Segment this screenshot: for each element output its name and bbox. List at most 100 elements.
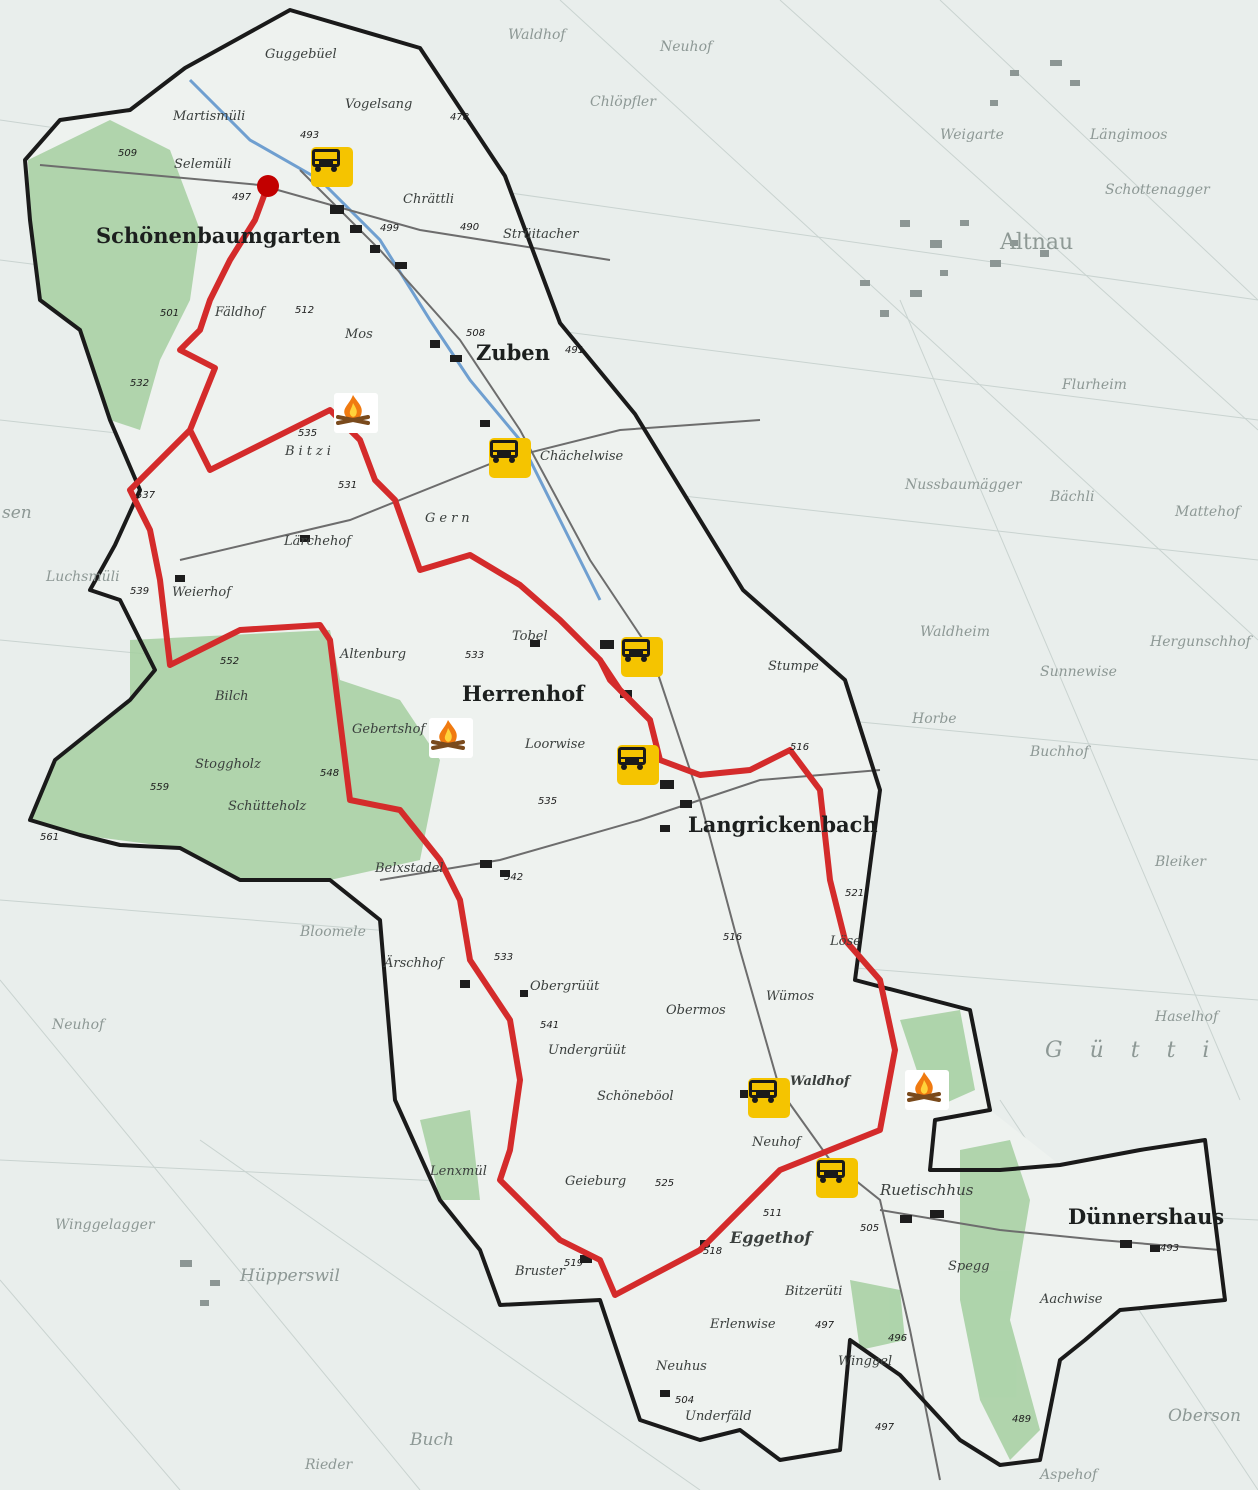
bus-icon	[490, 440, 518, 463]
elevation: 552	[220, 656, 240, 667]
label-hueppersweil: Hüpperswil	[240, 1266, 340, 1286]
elevation: 531	[338, 480, 358, 491]
bus-icon	[618, 747, 646, 770]
campfire-icon	[431, 720, 465, 750]
campfire-icon	[907, 1072, 941, 1102]
label-ruetischhuus: Ruetischhus	[880, 1181, 974, 1199]
label-schuetteholz: Schütteholz	[228, 799, 307, 814]
label-sunnenwis: Sunnewise	[1040, 664, 1117, 680]
label-horbe: Horbe	[912, 711, 957, 727]
label-stumpe: Stumpe	[768, 659, 819, 674]
label-outer-waldhof: Waldhof	[508, 27, 566, 43]
label-luchsmuli: Luchsmüli	[46, 569, 120, 585]
label-baechli: Bächli	[1050, 489, 1095, 505]
elevation: 516	[790, 742, 810, 753]
elevation: 509	[118, 148, 138, 159]
label-altnau: Altnau	[1000, 230, 1074, 255]
label-struitacher: Strüitacher	[503, 227, 579, 242]
elevation: 508	[466, 328, 486, 339]
label-chraettli: Chrättli	[403, 192, 455, 207]
label-bleiker: Bleiker	[1155, 854, 1206, 870]
campfire-icon	[336, 395, 370, 425]
fireplace-bitzi[interactable]	[334, 393, 378, 433]
label-altenburg: Altenburg	[340, 647, 407, 662]
label-rieder: Rieder	[305, 1457, 353, 1473]
elevation: 533	[465, 650, 485, 661]
elevation: 537	[136, 490, 156, 501]
fireplace-gebertshof[interactable]	[429, 718, 473, 758]
roads	[39, 164, 1221, 1481]
label-nussbaumacker: Nussbaumägger	[905, 477, 1022, 493]
label-guetti: G ü t t i	[1045, 1038, 1220, 1063]
label-aspehof: Aspehof	[1040, 1467, 1098, 1483]
label-schoenenbaumgarten: Schönenbaumgarten	[96, 223, 341, 248]
label-spegg: Spegg	[948, 1259, 990, 1274]
bus-icon	[749, 1080, 777, 1103]
river	[188, 78, 602, 601]
elevation: 541	[540, 1020, 560, 1031]
label-tobel: Tobel	[512, 629, 548, 644]
label-laengimoos: Längimoos	[1090, 127, 1168, 143]
label-loorwise: Loorwise	[525, 737, 586, 752]
elevation: 497	[875, 1422, 895, 1433]
label-chaechelwise: Chächelwise	[540, 449, 624, 464]
label-loese: Löse	[830, 934, 861, 949]
label-underfaeld: Underfäld	[685, 1409, 752, 1424]
elevation: 535	[538, 796, 558, 807]
bus-stop-herrenhof[interactable]	[621, 637, 663, 677]
bus-stop-langrickenbach[interactable]	[617, 745, 659, 785]
bus-stop-zuben[interactable]	[489, 438, 531, 478]
label-neuhus: Neuhus	[656, 1359, 707, 1374]
label-erlenwise: Erlenwise	[710, 1317, 776, 1332]
label-winggel: Winggel	[838, 1354, 893, 1369]
elevation: 533	[494, 952, 514, 963]
elevation: 493	[300, 130, 320, 141]
elevation: 542	[504, 872, 524, 883]
label-weierhof: Weierhof	[172, 585, 232, 600]
bus-icon	[312, 149, 340, 172]
elevation: 548	[320, 768, 340, 779]
label-aerschhof: Ärschhof	[384, 956, 443, 971]
label-martismuli: Martismüli	[173, 109, 246, 124]
altnau-buildings	[180, 60, 1080, 1306]
label-hergunschof: Hergunschhof	[1150, 634, 1251, 650]
label-bilch: Bilch	[215, 689, 249, 704]
label-mattehof: Mattehof	[1175, 504, 1240, 520]
bus-stop-ruetischhuus[interactable]	[816, 1158, 858, 1198]
label-bloomele: Bloomele	[300, 924, 366, 940]
label-undergruett: Undergrüüt	[548, 1043, 627, 1058]
elevation: 497	[232, 192, 252, 203]
label-sen: sen	[2, 503, 32, 523]
label-wuemos: Wümos	[766, 989, 815, 1004]
bus-stop-schoenenbaumgarten[interactable]	[311, 147, 353, 187]
label-buchhof: Buchhof	[1030, 744, 1089, 760]
elevation: 535	[298, 428, 318, 439]
label-waldheim: Waldheim	[920, 624, 991, 640]
label-selemuli: Selemüli	[174, 157, 232, 172]
label-buch: Buch	[410, 1430, 454, 1450]
elevation: 490	[460, 222, 480, 233]
start-point-marker[interactable]	[257, 175, 279, 197]
label-chloepfler: Chlöpfler	[590, 94, 656, 110]
label-laerchehof: Lärchehof	[284, 534, 351, 549]
municipality-boundary	[23, 8, 1227, 1467]
elevation: 519	[564, 1258, 584, 1269]
elevation: 559	[150, 782, 170, 793]
elevation: 511	[763, 1208, 783, 1219]
label-oberson: Oberson	[1168, 1406, 1241, 1426]
label-schottenacker: Schottenagger	[1105, 182, 1210, 198]
label-herrenhof: Herrenhof	[462, 681, 585, 706]
fireplace-guetti[interactable]	[905, 1070, 949, 1110]
label-obermos: Obermos	[666, 1003, 726, 1018]
bus-stop-waldhof[interactable]	[748, 1078, 790, 1118]
bus-icon	[817, 1160, 845, 1183]
label-gern: Gern	[425, 511, 474, 526]
elevation: 539	[130, 586, 150, 597]
label-gebertshof: Gebertshof	[352, 722, 426, 737]
elevation: 504	[675, 1395, 695, 1406]
label-bitzeruetli: Bitzerüti	[785, 1284, 843, 1299]
label-haselhof: Haselhof	[1155, 1009, 1219, 1025]
label-bitzi: Bitzi	[285, 444, 335, 459]
elevation: 493	[1160, 1243, 1180, 1254]
